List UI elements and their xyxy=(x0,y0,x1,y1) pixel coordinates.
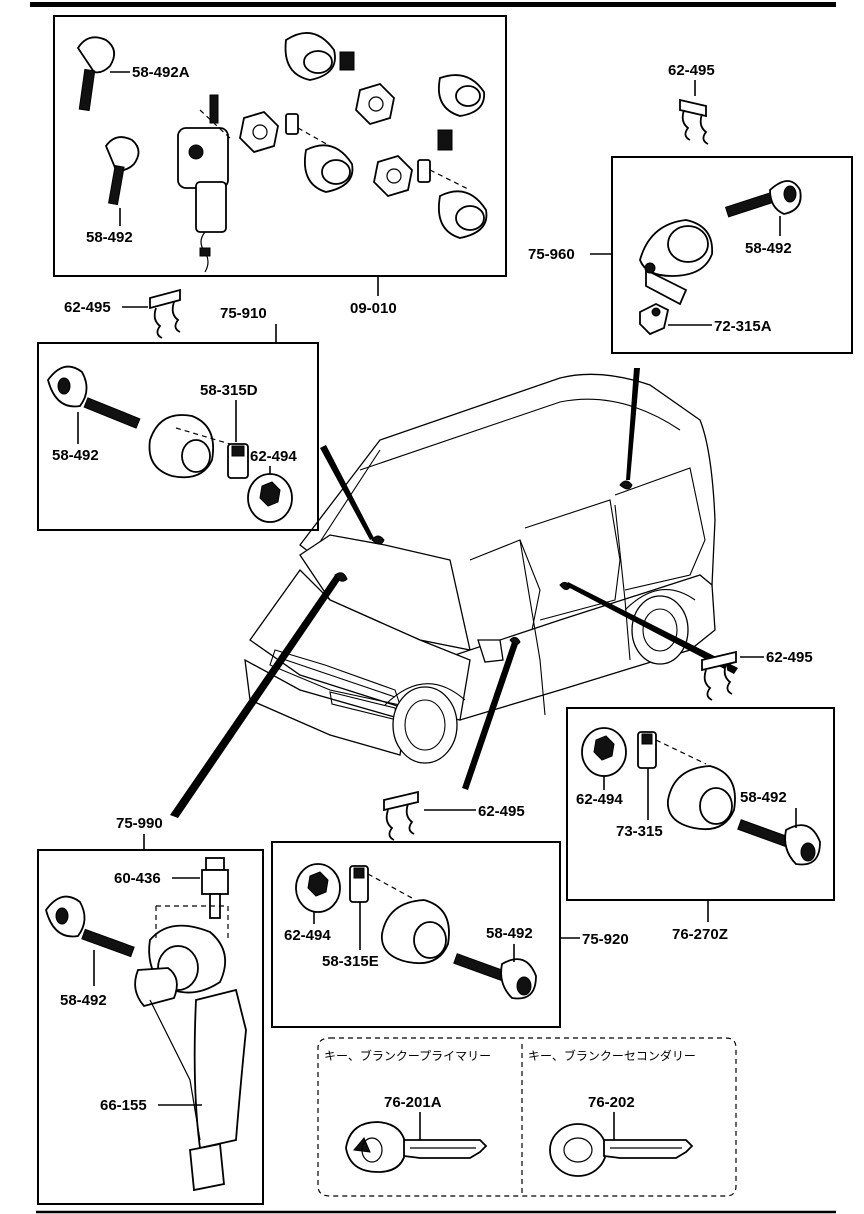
blank-key-box xyxy=(317,1037,737,1197)
slide-key-58-492 xyxy=(453,953,537,1000)
side-key-58-492 xyxy=(737,819,821,866)
box-09-010 xyxy=(53,15,507,277)
side-lock-cylinder xyxy=(667,765,736,831)
slide-clip-58-315E xyxy=(349,865,413,903)
ignition-key-58-492 xyxy=(45,895,135,958)
lock-cylinder-top-left xyxy=(239,110,354,193)
callout-09-010: 09-010 xyxy=(350,300,397,317)
callout-75-990: 75-990 xyxy=(116,815,163,832)
ignition-bolt-60-436 xyxy=(201,857,229,919)
heading-secondary-blank: キー、ブランクーセコンダリー xyxy=(528,1048,696,1063)
front-seal-62-494 xyxy=(247,473,293,523)
leader-side-door xyxy=(566,582,738,674)
rear-lock-cylinder xyxy=(639,219,713,306)
side-seal-62-494 xyxy=(581,727,627,777)
leader-front-door xyxy=(320,445,374,540)
slide-seal-62-494 xyxy=(295,863,341,913)
callout-58-315E: 58-315E xyxy=(322,953,379,970)
side-clip-73-315 xyxy=(637,731,707,769)
box-75-920 xyxy=(271,841,561,1028)
retainer-clip-62-495-slide xyxy=(383,790,419,841)
callout-58-315D: 58-315D xyxy=(200,382,258,399)
callout-58-492-ign: 58-492 xyxy=(60,992,107,1009)
callout-62-495-left: 62-495 xyxy=(64,299,111,316)
retainer-clip-62-495-left xyxy=(149,288,181,339)
van-illustration xyxy=(244,373,716,764)
ignition-switch-66-155 xyxy=(134,905,247,1192)
key-58-492-top xyxy=(104,136,140,206)
callout-58-492A: 58-492A xyxy=(132,64,190,81)
callout-76-201A: 76-201A xyxy=(384,1094,442,1111)
callout-58-492-slide: 58-492 xyxy=(486,925,533,942)
rear-key-58-492 xyxy=(724,180,802,218)
callout-62-495-topright: 62-495 xyxy=(668,62,715,79)
callout-58-492-rear: 58-492 xyxy=(745,240,792,257)
callout-66-155: 66-155 xyxy=(100,1097,147,1114)
blank-key-primary xyxy=(345,1121,488,1173)
callout-60-436: 60-436 xyxy=(114,870,161,887)
box-75-910 xyxy=(37,342,319,531)
leader-rear-hatch xyxy=(626,368,640,480)
callout-58-492-side: 58-492 xyxy=(740,789,787,806)
rear-clip-72-315A xyxy=(639,302,670,336)
front-key-58-492 xyxy=(47,365,141,429)
leader-slide-door xyxy=(462,642,518,790)
retainer-clip-62-495-top xyxy=(679,98,709,145)
callout-72-315A: 72-315A xyxy=(714,318,772,335)
callout-73-315: 73-315 xyxy=(616,823,663,840)
callout-62-495-slide: 62-495 xyxy=(478,803,525,820)
front-clip-58-315D xyxy=(227,443,249,479)
lock-cylinder-top-center xyxy=(284,32,395,126)
lock-cylinder-top-right xyxy=(373,74,488,239)
callout-76-270Z: 76-270Z xyxy=(672,926,728,943)
callout-58-492-top: 58-492 xyxy=(86,229,133,246)
box-76-270Z xyxy=(566,707,835,901)
retainer-clip-62-495-side xyxy=(701,650,737,701)
blank-key-secondary xyxy=(549,1123,694,1177)
box-75-990 xyxy=(37,849,264,1205)
leader-ignition xyxy=(170,575,340,818)
callout-58-492-front: 58-492 xyxy=(52,447,99,464)
ignition-switch-top xyxy=(177,94,233,273)
callout-62-495-side: 62-495 xyxy=(766,649,813,666)
callout-75-960: 75-960 xyxy=(528,246,575,263)
key-58-492A xyxy=(76,36,116,112)
slide-lock-cylinder xyxy=(381,899,450,965)
box-75-960 xyxy=(611,156,853,354)
front-lock-cylinder xyxy=(148,414,231,479)
callout-75-920: 75-920 xyxy=(582,931,629,948)
top-border-bar xyxy=(30,2,836,7)
callout-75-910: 75-910 xyxy=(220,305,267,322)
heading-primary-blank: キー、ブランクープライマリー xyxy=(324,1048,491,1063)
callout-62-494-front: 62-494 xyxy=(250,448,297,465)
callout-62-494-slide: 62-494 xyxy=(284,927,331,944)
callout-62-494-side: 62-494 xyxy=(576,791,623,808)
callout-76-202: 76-202 xyxy=(588,1094,635,1111)
